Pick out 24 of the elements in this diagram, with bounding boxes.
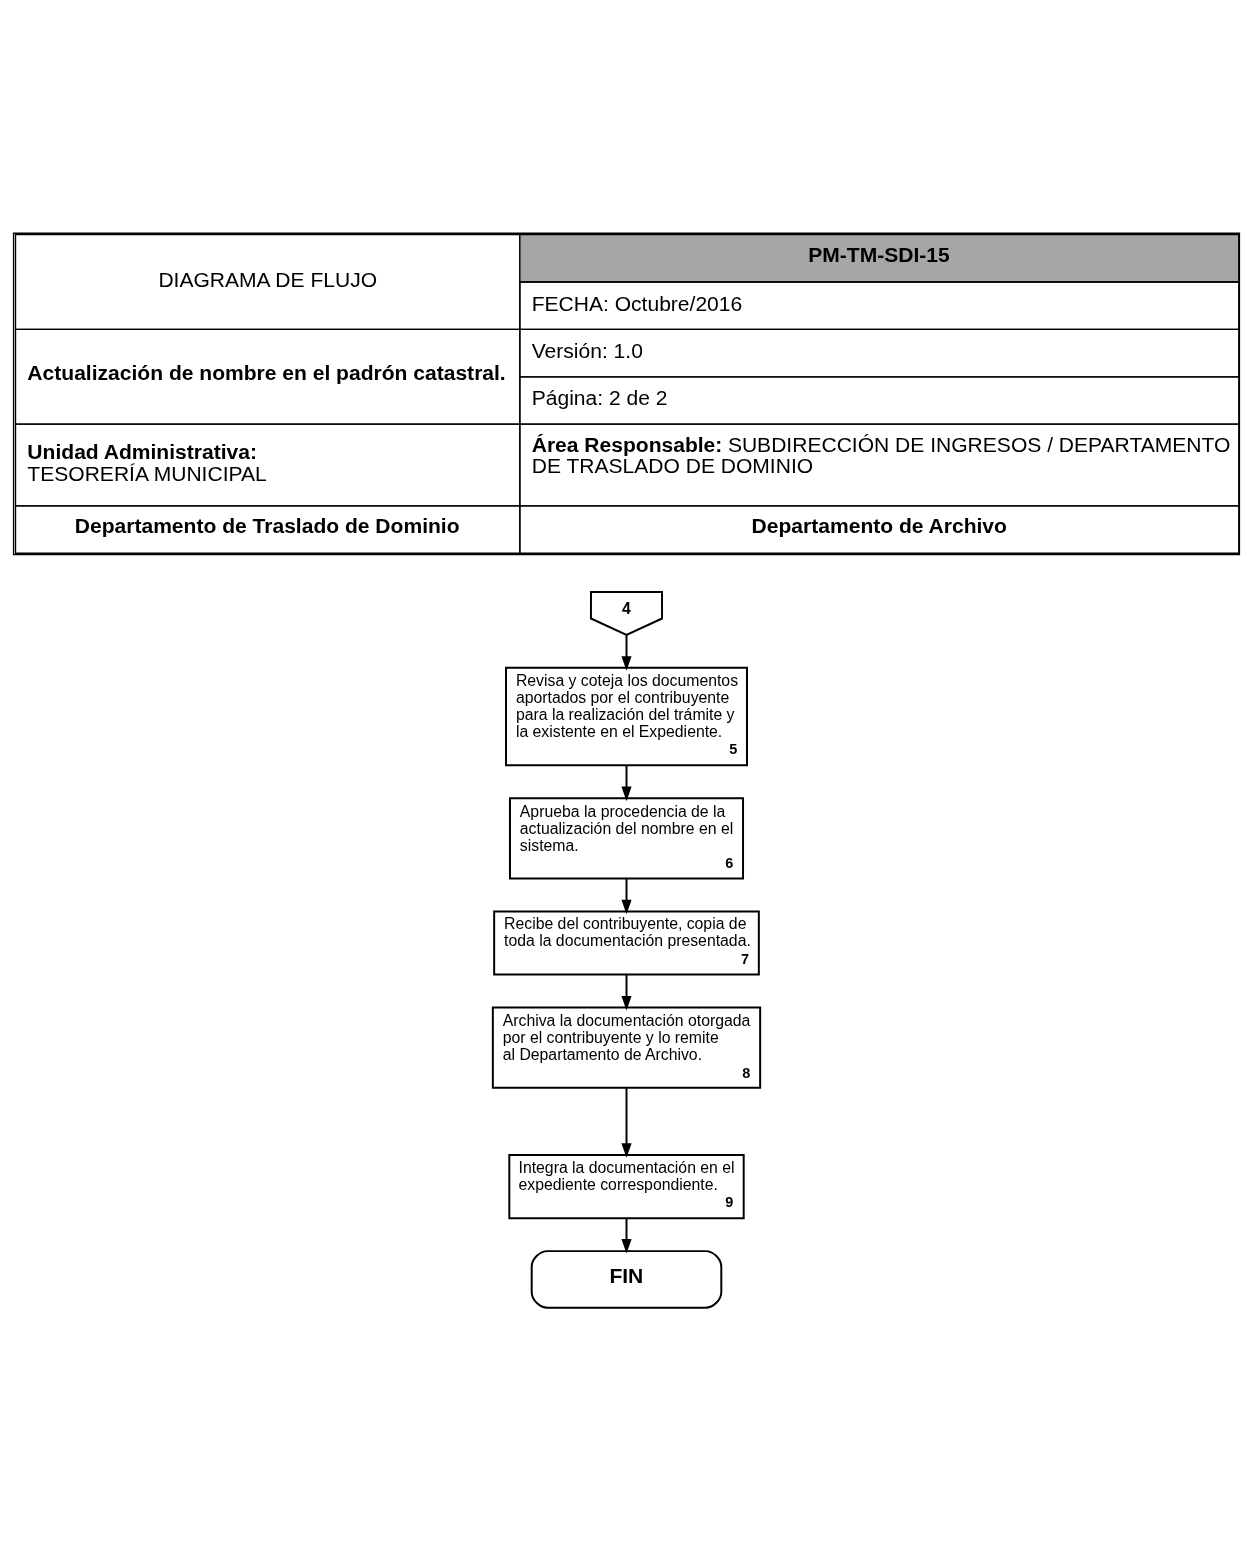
label: Unidad Administrativa:: [27, 440, 257, 464]
label: FECHA: Octubre/2016: [531, 291, 743, 315]
label: Página: 2 de 2: [531, 386, 668, 410]
label: Versión: 1.0: [531, 339, 643, 363]
arrow: [621, 973, 632, 1011]
label: Departamento de Traslado de Dominio: [74, 514, 460, 538]
node-box: Archiva la documentación otorgada por el contribuyente y lo remite al Departamento de Archivo. 8: [491, 1006, 762, 1089]
arrow: [621, 1087, 632, 1158]
label: Actualización de nombre en el padrón catastral.: [27, 361, 506, 385]
node-box: Revisa y coteja los documentos aportados por el contribuyente para la realización del trámite y la existente en el Expediente. 5: [505, 666, 748, 767]
label: Departamento de Archivo: [751, 514, 1007, 538]
node-box: FIN: [530, 1250, 723, 1309]
label: Área Responsable:: [531, 432, 723, 456]
label: PM-TM-SDI-15: [808, 242, 950, 266]
arrow: [621, 764, 632, 802]
arrow: [621, 1217, 632, 1254]
node-box: Recibe del contribuyente, copia de toda la documentación presentada. 7: [493, 910, 760, 976]
arrow: [621, 877, 632, 915]
label: TESORERÍA MUNICIPAL: [27, 461, 267, 485]
node-box: Integra la documentación en el expediente correspondiente. 9: [508, 1154, 745, 1220]
arrow: [621, 634, 632, 671]
label: DIAGRAMA DE FLUJO: [158, 267, 378, 291]
label: SUBDIRECCIÓN DE INGRESOS / DEPARTAMENTO: [727, 432, 1231, 456]
node-box: Aprueba la procedencia de la actualización del nombre en el sistema. 6: [509, 797, 744, 880]
